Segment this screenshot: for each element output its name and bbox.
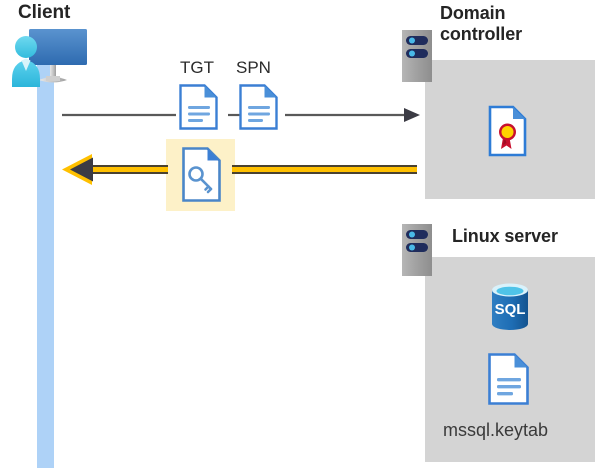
spn-label: SPN [236, 58, 271, 77]
client-title: Client [18, 2, 71, 23]
ticket-response-arrow [62, 154, 417, 185]
spn-document-icon [238, 83, 280, 131]
linux-server-icon [402, 224, 436, 276]
tgt-label: TGT [180, 58, 214, 77]
keytab-document-icon [487, 352, 531, 406]
svg-text:SQL: SQL [495, 301, 526, 318]
client-lifeline [37, 60, 54, 468]
domain-controller-title: Domain controller [440, 3, 523, 45]
domain-controller-server-icon [402, 30, 436, 82]
keytab-file-label: mssql.keytab [443, 420, 549, 440]
certificate-icon [488, 105, 532, 157]
tgt-document-icon [178, 83, 220, 131]
client-icon [8, 27, 92, 89]
sql-database-icon: SQL [486, 281, 534, 333]
service-ticket-icon [181, 146, 223, 204]
linux-server-title: Linux server [452, 226, 558, 246]
